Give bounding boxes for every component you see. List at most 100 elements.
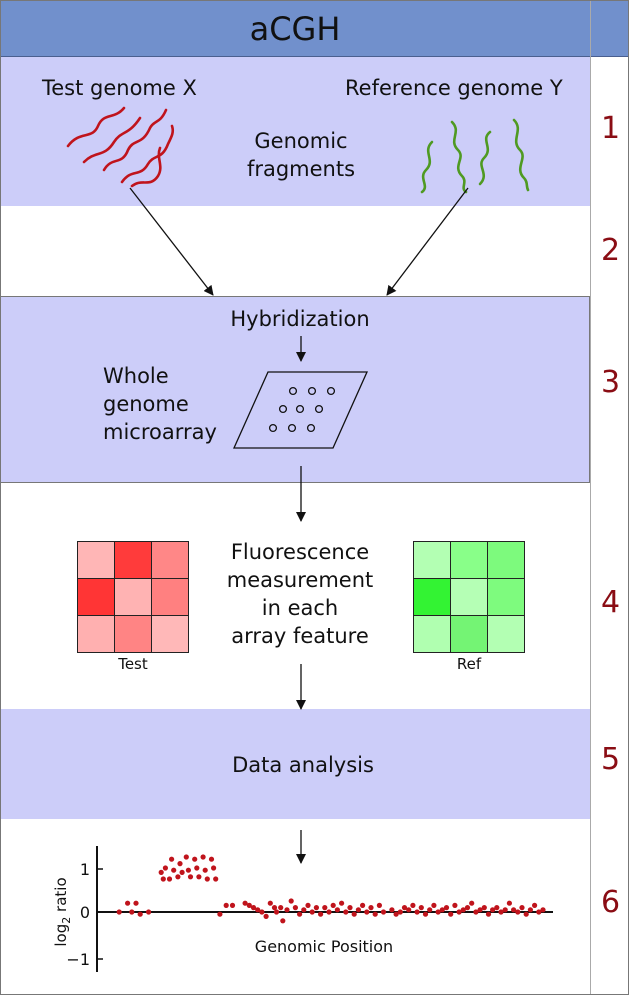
x-axis-label: Genomic Position [255,937,393,956]
array-spot [288,386,298,396]
data-point [278,905,284,911]
data-point [372,911,378,917]
data-point [179,869,185,876]
data-point [246,902,252,909]
data-point [523,911,529,917]
data-point [380,909,387,915]
data-point [452,902,458,909]
data-point [418,905,424,911]
y-tick-label: 1 [80,860,90,879]
y-axis-label: log2 ratio [52,877,73,946]
ref-heatmap-cell [450,578,488,616]
band-step-5 [0,709,590,819]
data-point [116,909,122,915]
data-point [431,902,437,909]
array-spot [326,386,336,396]
data-point [515,909,521,915]
array-spot [314,404,324,414]
data-point [439,907,445,913]
data-point [427,907,433,913]
y-tick-label: −1 [66,950,90,969]
log2-ratio-plot: 1 0 −1 Genomic Position log2 ratio [52,846,553,972]
array-spot [295,404,305,414]
data-point [506,900,512,906]
data-point [498,909,504,915]
data-analysis-label: Data analysis [232,753,374,777]
data-point [166,876,173,882]
data-point [355,907,361,913]
data-point [137,911,143,917]
data-point [200,854,206,860]
data-point [267,900,273,906]
genomic-fragments-label: Genomic fragments [246,129,356,181]
data-point [435,909,441,915]
data-point [494,905,500,911]
data-point [527,907,534,913]
data-point [202,867,208,873]
data-point [305,902,311,909]
ref-heatmap-cell [413,541,451,579]
step-number-4: 4 [600,585,621,620]
ref-strand [512,118,530,192]
data-point [502,907,508,913]
data-point [185,867,191,873]
data-point [194,865,200,871]
data-point [540,907,546,913]
step-number-1: 1 [600,111,621,146]
page-title: aCGH [249,10,341,48]
data-point [510,907,517,913]
reference-genome-strands [420,118,530,194]
data-point [318,911,324,917]
data-point [313,905,319,911]
data-point [129,909,135,915]
data-point [406,907,412,913]
data-point [443,905,450,911]
data-point [364,909,370,915]
microarray-label: Whole genome microarray [103,364,217,444]
arrow-test-to-hybridization [129,187,214,296]
data-point [448,911,454,917]
array-spot [287,423,297,433]
data-point [456,909,462,915]
array-spot [268,423,278,433]
data-point [250,905,257,911]
test-genome-label: Test genome X [42,76,197,100]
test-heatmap-grid [77,541,189,653]
data-point [183,854,189,860]
ref-heatmap-cell [487,578,525,616]
data-point [297,911,303,917]
data-point [334,907,340,913]
test-heatmap-cell [151,541,189,579]
step-number-6: 6 [600,885,621,920]
test-strand [82,116,142,164]
data-point [473,909,479,915]
array-spot [278,404,288,414]
data-point [389,907,395,913]
data-point [490,907,496,913]
data-point [326,909,332,915]
test-grid-label: Test [118,655,148,673]
data-point [532,902,538,909]
data-point [284,907,290,913]
data-point [271,905,278,911]
data-point [146,909,152,915]
data-point [401,905,408,911]
header-bar [0,0,629,57]
data-point [133,900,139,906]
data-point [192,856,198,862]
ref-strand [450,120,468,194]
data-point [263,913,269,920]
data-point [229,902,236,909]
data-point [125,900,131,906]
data-point [422,911,429,917]
data-point [292,905,298,911]
step-number-2: 2 [600,233,621,268]
arrow-ref-to-hybridization [386,187,469,296]
data-point [343,909,349,915]
data-point [177,861,183,867]
ref-grid-label: Ref [456,655,482,673]
band-step-1 [0,57,590,206]
reference-genome-label: Reference genome Y [345,76,563,100]
